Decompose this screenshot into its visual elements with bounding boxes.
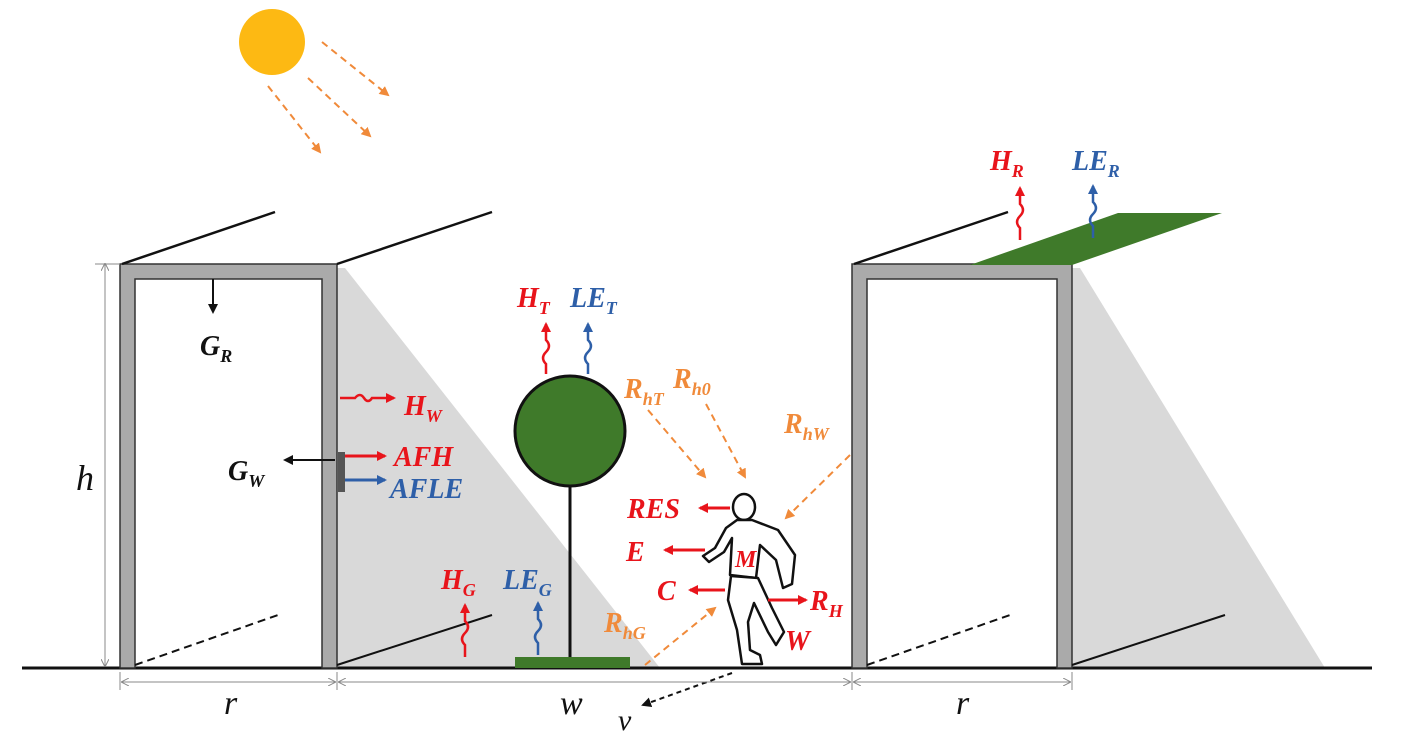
- label-g-r: GR: [200, 331, 232, 366]
- label-h-height: h: [76, 458, 94, 498]
- label-r-right: r: [956, 685, 970, 722]
- label-r-h: RH: [809, 586, 844, 621]
- right-building: [851, 210, 1226, 669]
- label-g-w: GW: [228, 456, 266, 491]
- right-building-shadow: [1072, 268, 1325, 668]
- label-h-r: HR: [989, 146, 1024, 181]
- tree: [513, 374, 630, 668]
- label-le-r: LER: [1071, 146, 1120, 181]
- dimension-lines: [95, 264, 1073, 690]
- label-c: C: [657, 576, 676, 607]
- green-roof: [970, 213, 1222, 265]
- label-r-hw: RhW: [783, 409, 831, 444]
- red-heat-arrows: [345, 451, 808, 605]
- red-wavy-arrows: [340, 186, 1025, 657]
- blue-wavy-arrows: [533, 184, 1098, 655]
- label-afle: AFLE: [388, 474, 463, 505]
- left-building-shadow: [337, 268, 660, 668]
- wall-unit-icon: [338, 452, 345, 492]
- label-h-t: HT: [516, 283, 551, 318]
- label-r-h0: Rh0: [672, 364, 711, 399]
- label-le-t: LET: [569, 283, 618, 318]
- sun-icon: [239, 9, 305, 75]
- label-m: M: [734, 547, 758, 573]
- pedestrian-icon: [701, 492, 797, 666]
- label-le-g: LEG: [502, 565, 552, 600]
- label-v: v: [618, 704, 632, 735]
- label-w-width: w: [560, 685, 583, 722]
- label-h-g: HG: [440, 565, 476, 600]
- orange-radiation-arrows: [644, 403, 851, 666]
- left-building: [119, 210, 493, 669]
- sun-rays: [267, 41, 390, 154]
- label-w-work: W: [785, 626, 812, 657]
- label-res: RES: [626, 494, 680, 525]
- label-afh: AFH: [392, 442, 454, 473]
- label-e: E: [625, 537, 645, 568]
- label-r-left: r: [224, 685, 238, 722]
- v-arrow: [641, 672, 733, 707]
- label-h-w: HW: [403, 391, 444, 426]
- label-r-ht: RhT: [623, 374, 665, 409]
- label-r-hg: RhG: [603, 608, 646, 643]
- grass-patch: [515, 657, 630, 668]
